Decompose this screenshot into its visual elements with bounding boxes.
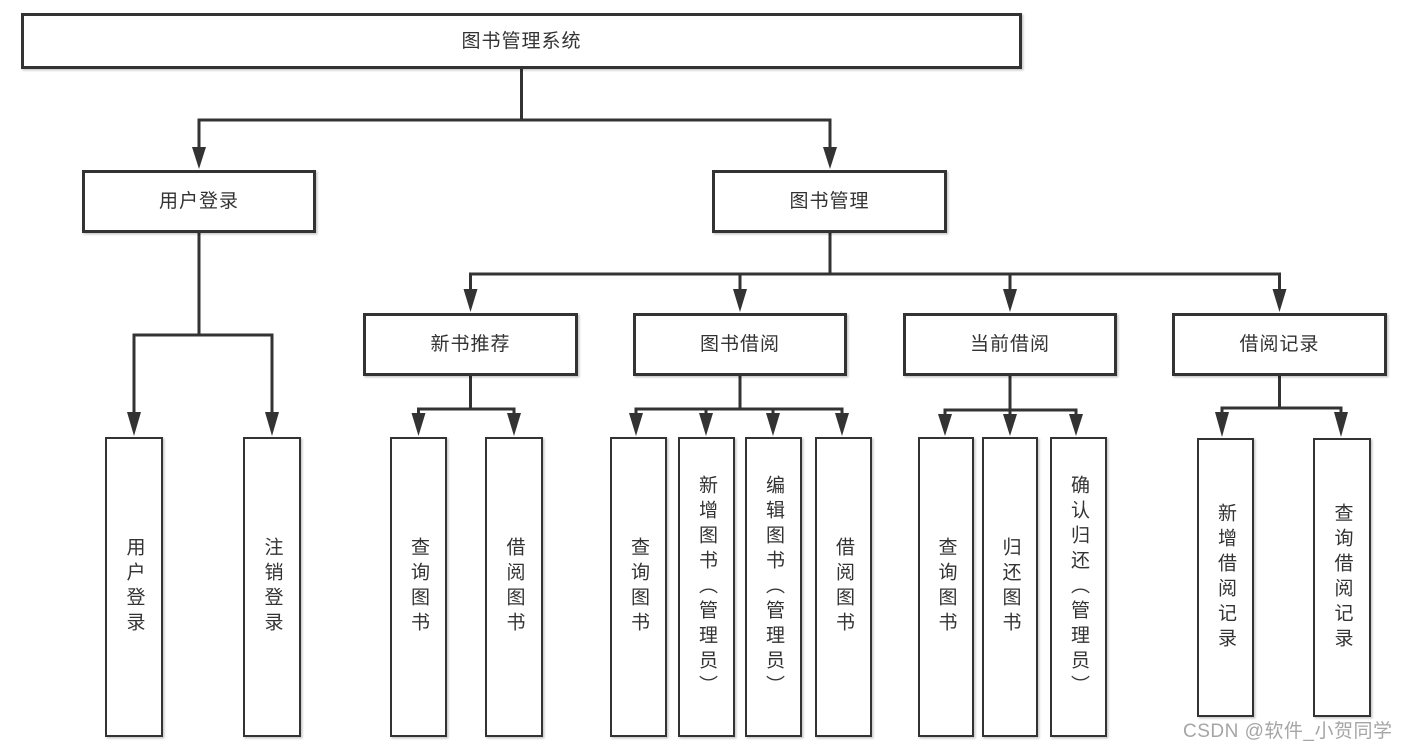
leaf-query-borrow-record: 查询借阅记录 <box>1313 438 1371 717</box>
leaf-label: 用户登录 <box>123 537 145 637</box>
node-borrowing-records: 借阅记录 <box>1172 313 1387 376</box>
leaf-add-book-admin: 新增图书（管理员） <box>678 437 735 737</box>
branch-user-login <box>127 233 279 436</box>
node-book-borrowing: 图书借阅 <box>633 313 847 376</box>
leaf-confirm-return-admin: 确认归还（管理员） <box>1050 437 1107 737</box>
leaf-label: 查询借阅记录 <box>1331 502 1353 653</box>
csdn-watermark: CSDN @软件_小贺同学 <box>1183 721 1393 742</box>
leaf-label: 查询图书 <box>935 537 957 637</box>
node-label: 当前借阅 <box>969 334 1050 355</box>
leaf-label: 查询图书 <box>628 537 649 637</box>
leaf-label: 查询图书 <box>408 537 429 637</box>
leaf-borrow-books: 借阅图书 <box>815 437 872 737</box>
leaf-edit-book-admin: 编辑图书（管理员） <box>745 437 802 737</box>
leaf-label: 借阅图书 <box>833 537 854 637</box>
node-label: 用户登录 <box>158 191 239 212</box>
leaf-add-borrow-record: 新增借阅记录 <box>1197 438 1254 717</box>
branch-root <box>192 69 837 169</box>
branch-book-management <box>463 233 1287 312</box>
node-book-management: 图书管理 <box>712 170 947 233</box>
leaf-query-books-recommend: 查询图书 <box>390 437 447 737</box>
node-user-login: 用户登录 <box>82 170 316 233</box>
leaf-label: 借阅图书 <box>503 537 525 637</box>
leaf-label: 编辑图书（管理员） <box>763 474 784 700</box>
node-library-system: 图书管理系统 <box>21 13 1022 69</box>
node-label: 图书管理 <box>789 191 870 212</box>
node-label: 借阅记录 <box>1239 334 1320 355</box>
branch-borrowing-records <box>1215 376 1348 437</box>
branch-new-book-recommend <box>411 376 521 436</box>
leaf-label: 确认归还（管理员） <box>1068 474 1089 700</box>
leaf-logout: 注销登录 <box>243 437 301 737</box>
node-label: 新书推荐 <box>430 334 511 355</box>
leaf-query-books-current: 查询图书 <box>918 437 974 737</box>
leaf-label: 新增图书（管理员） <box>696 474 717 700</box>
leaf-query-books-borrowing: 查询图书 <box>610 437 667 737</box>
branch-book-borrowing <box>629 376 849 436</box>
branch-current-borrowing <box>938 376 1083 436</box>
leaf-label: 注销登录 <box>261 537 283 637</box>
node-new-book-recommend: 新书推荐 <box>363 313 578 376</box>
node-label: 图书管理系统 <box>461 30 582 52</box>
leaf-label: 归还图书 <box>999 537 1021 637</box>
node-label: 图书借阅 <box>699 334 780 355</box>
leaf-label: 新增借阅记录 <box>1215 502 1236 653</box>
leaf-borrow-books-recommend: 借阅图书 <box>485 437 543 737</box>
leaf-user-login: 用户登录 <box>105 437 163 737</box>
leaf-return-books: 归还图书 <box>982 437 1038 737</box>
node-current-borrowing: 当前借阅 <box>903 313 1117 376</box>
